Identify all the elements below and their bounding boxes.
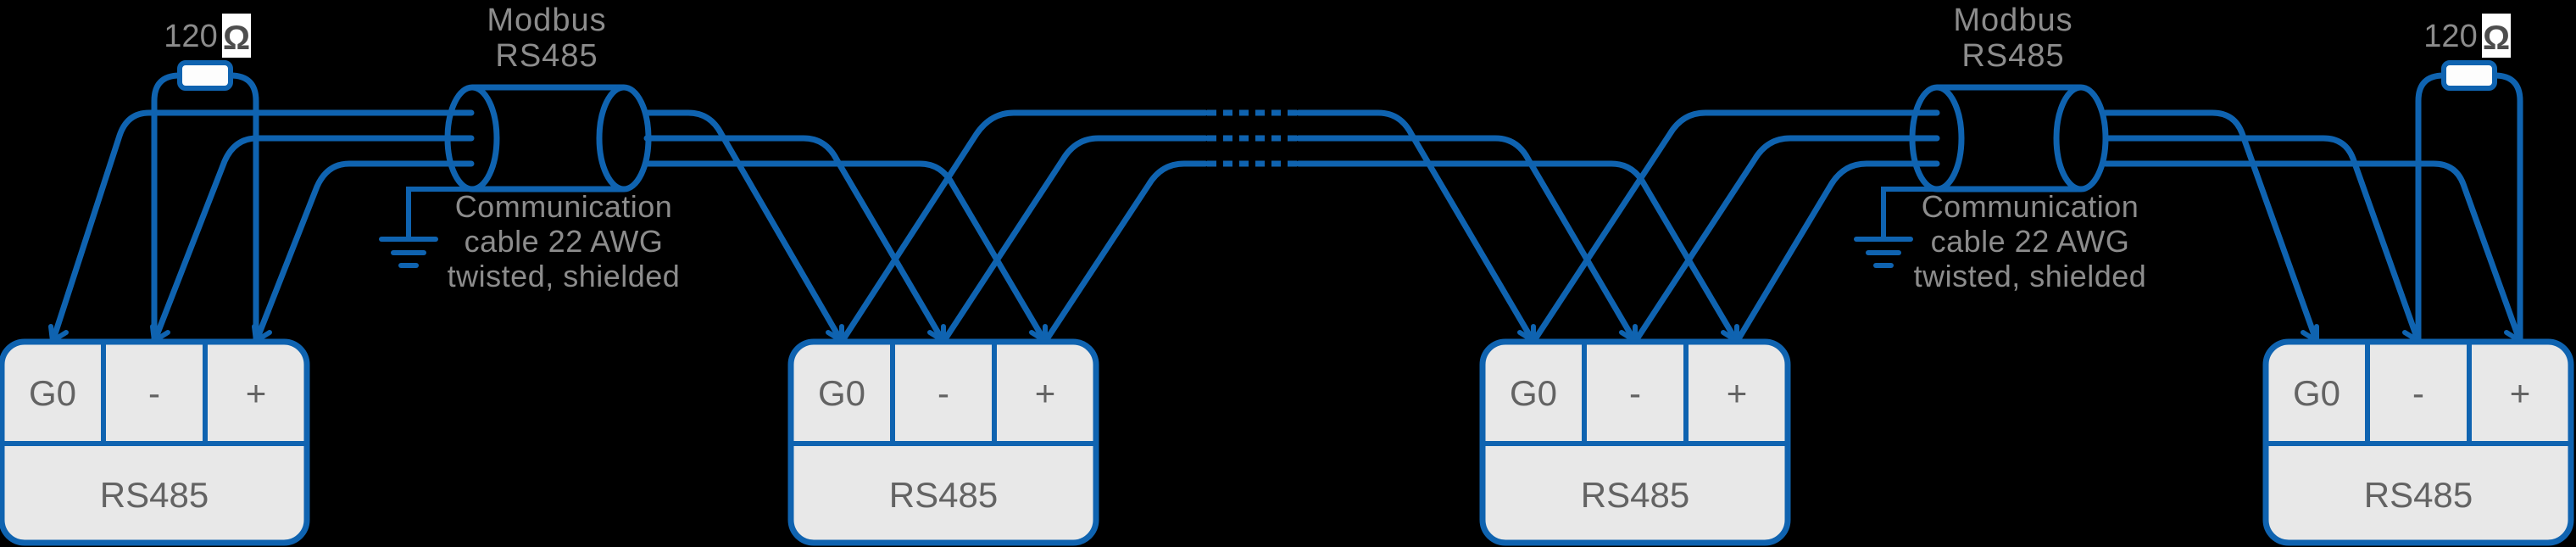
- cable-right-name-line2: RS485: [1961, 38, 2064, 74]
- wire-device3-g0-out: [1530, 109, 1940, 345]
- device1-terminal-block: G0 - + RS485: [0, 338, 310, 546]
- device2-port-label: RS485: [889, 475, 998, 515]
- wire-device2-minus-out: [940, 135, 1209, 345]
- device2-terminal-block: G0 - + RS485: [787, 338, 1099, 546]
- termination-resistor-right: 120 Ω: [2415, 14, 2523, 345]
- device1-port-label: RS485: [100, 475, 209, 515]
- device4-port-label: RS485: [2364, 475, 2473, 515]
- device2-terminal-minus-label: -: [937, 373, 949, 413]
- arrowhead-device4-minus: [2402, 324, 2421, 343]
- wire-g0-device1: [49, 109, 475, 345]
- device1-terminal-g0-label: G0: [29, 373, 76, 413]
- cable-shield-left: Modbus RS485 Communication cable 22 AWG …: [444, 3, 681, 293]
- wire-shieldright-to-device4-g0: [2102, 109, 2320, 345]
- shield-left-exit-ellipse: [596, 84, 652, 193]
- device3-terminal-minus-label: -: [1629, 373, 1641, 413]
- cable-left-caption-line2: cable 22 AWG: [465, 224, 664, 259]
- device4-terminal-plus-label: +: [2510, 373, 2531, 413]
- resistor-left-body: [177, 60, 233, 91]
- cable-shield-right: Modbus RS485 Communication cable 22 AWG …: [1909, 3, 2147, 293]
- resistor-left-unit: Ω: [223, 20, 250, 57]
- device4-incoming-wires: [2102, 109, 2523, 345]
- resistor-right-omega-box: [2482, 14, 2511, 58]
- cable-right-name-line1: Modbus: [1953, 3, 2072, 38]
- wire-plus-device1: [253, 160, 475, 345]
- resistor-left-omega-box: [222, 14, 251, 58]
- ground-left-tap: [406, 187, 492, 242]
- arrowhead-device2-minus: [927, 324, 946, 343]
- arrowhead-device4-plus: [2504, 324, 2523, 343]
- resistor-right-body: [2441, 60, 2497, 91]
- wire-device3-minus-out: [1632, 135, 1940, 345]
- wire-device2-plus-out: [1042, 160, 1209, 345]
- device4-terminal-block: G0 - + RS485: [2262, 338, 2574, 546]
- wire-trunk-to-device3-g0: [1295, 109, 1537, 345]
- device4-terminal-minus-label: -: [2412, 373, 2424, 413]
- arrowhead-device1-g0: [48, 324, 69, 343]
- arrowhead-device2-g0: [826, 324, 844, 343]
- wire-shieldleft-to-device2-g0: [643, 109, 845, 345]
- wire-trunk-to-device3-plus: [1295, 160, 1740, 345]
- device4-terminal-g0-label: G0: [2293, 373, 2340, 413]
- resistor-right-value: 120: [2423, 19, 2477, 54]
- ground-symbol-left: [379, 187, 492, 268]
- wire-shieldright-to-device4-plus: [2102, 160, 2523, 345]
- device3-port-label: RS485: [1581, 475, 1689, 515]
- arrowhead-device4-g0: [2301, 324, 2319, 343]
- arrowhead-device2-plus: [1029, 324, 1048, 343]
- resistor-right-unit: Ω: [2483, 20, 2510, 57]
- arrowhead-device1-minus: [150, 324, 170, 343]
- wire-shieldleft-to-device2-minus: [643, 135, 947, 345]
- cable-left-caption-line3: twisted, shielded: [448, 259, 681, 293]
- cable-right-caption-line3: twisted, shielded: [1914, 259, 2147, 293]
- ground-symbol-right: [1854, 187, 1957, 268]
- cable-right-caption-line2: cable 22 AWG: [1931, 224, 2130, 259]
- arrowhead-device1-plus: [252, 324, 272, 343]
- wire-trunk-to-device3-minus: [1295, 135, 1639, 345]
- cable-left-name-line1: Modbus: [487, 3, 606, 38]
- device1-terminal-plus-label: +: [246, 373, 267, 413]
- device2-terminal-g0-label: G0: [818, 373, 865, 413]
- device1-terminal-minus-label: -: [148, 373, 160, 413]
- device3-terminal-g0-label: G0: [1510, 373, 1557, 413]
- device2-terminal-plus-label: +: [1035, 373, 1056, 413]
- shield-right-exit-ellipse: [2053, 84, 2109, 193]
- cable-right-caption-line1: Communication: [1922, 189, 2139, 224]
- wire-arrowheads: [48, 324, 2523, 343]
- device3-outgoing-wires: [1530, 109, 1940, 345]
- cable-left-name-line2: RS485: [495, 38, 598, 74]
- device3-incoming-wires: [1295, 109, 1740, 345]
- device2-incoming-wires: [643, 109, 1049, 345]
- device2-outgoing-wires: [838, 109, 1209, 345]
- arrowhead-device3-plus: [1721, 324, 1739, 343]
- trunk-continuation-dashed: [1207, 109, 1297, 167]
- device3-terminal-block: G0 - + RS485: [1479, 338, 1791, 546]
- termination-resistor-left: 120 Ω: [151, 14, 259, 345]
- resistor-right-leg-minus: [2415, 72, 2451, 345]
- wire-shieldright-to-device4-minus: [2102, 135, 2422, 345]
- resistor-left-value: 120: [164, 19, 217, 54]
- wire-shieldleft-to-device2-plus: [643, 160, 1049, 345]
- wire-device3-plus-out: [1733, 160, 1940, 345]
- arrowhead-device3-g0: [1517, 324, 1536, 343]
- cable-left-caption-line1: Communication: [455, 189, 673, 224]
- device3-terminal-plus-label: +: [1727, 373, 1748, 413]
- arrowhead-device3-minus: [1619, 324, 1638, 343]
- wire-device2-g0-out: [838, 109, 1209, 345]
- ground-right-tap: [1881, 187, 1957, 242]
